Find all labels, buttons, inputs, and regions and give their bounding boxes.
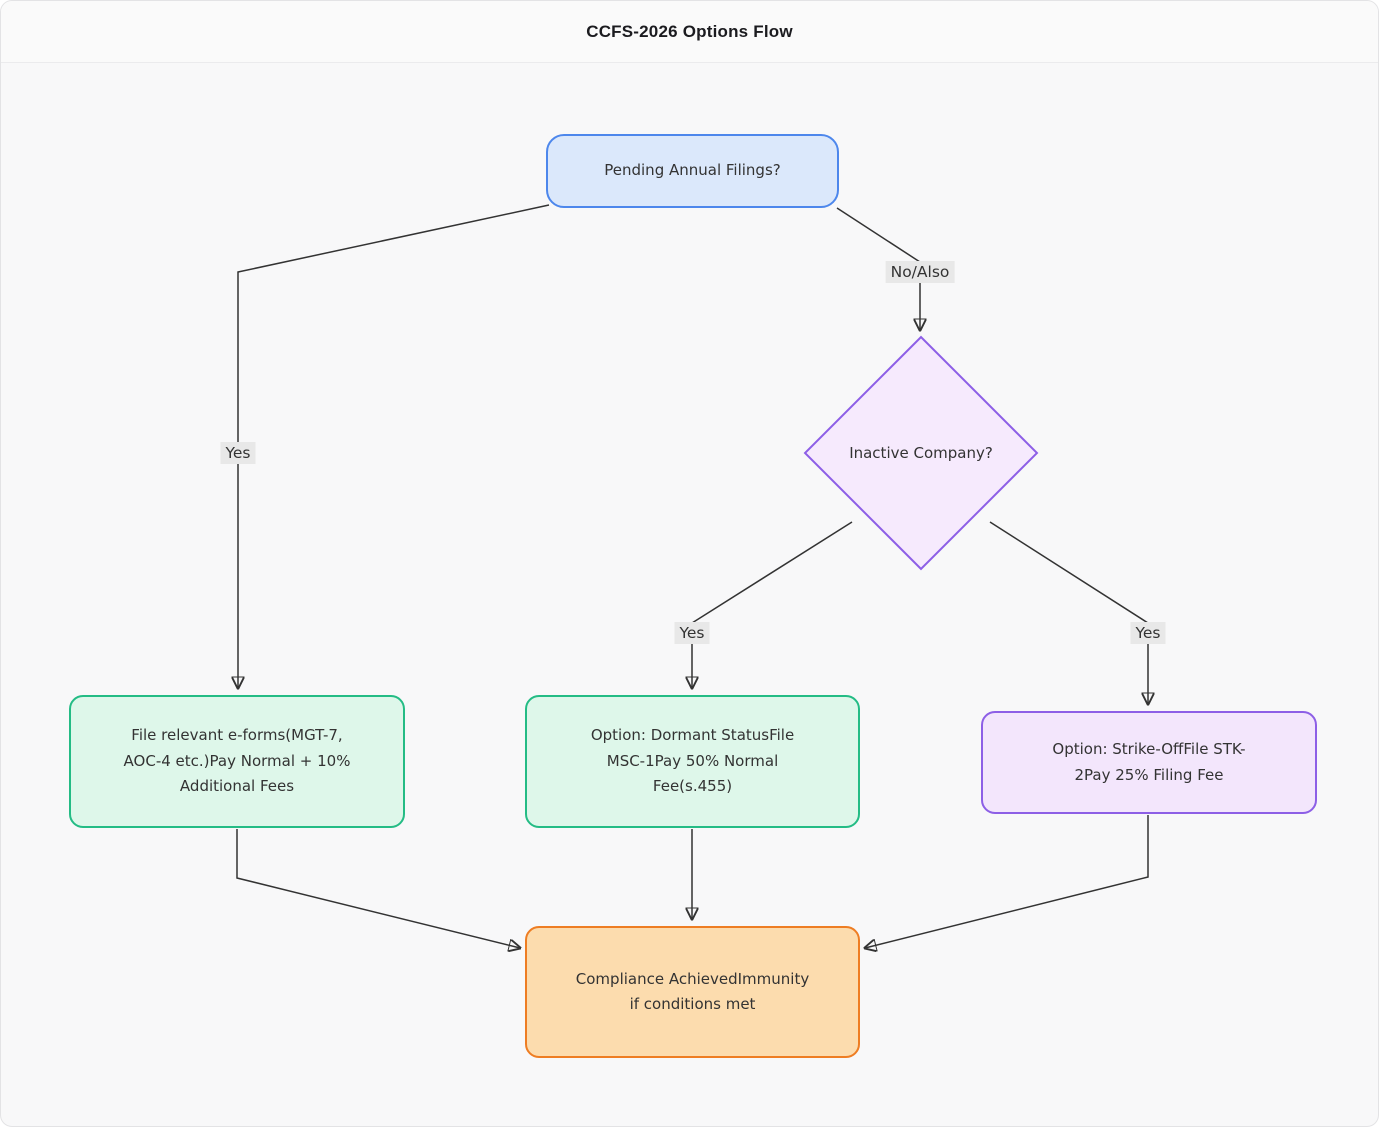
- node-text: 2Pay 25% Filing Fee: [1074, 765, 1224, 784]
- edge-label-yes-left: Yes: [220, 442, 256, 464]
- node-text: Fee(s.455): [652, 777, 733, 796]
- edge-label-yes-right: Yes: [1130, 622, 1166, 644]
- node-text: if conditions met: [629, 995, 756, 1013]
- node-file-eforms: File relevant e-forms(MGT-7, AOC-4 etc.)…: [69, 695, 405, 828]
- node-strike-off: Option: Strike-OffFile STK- 2Pay 25% Fil…: [981, 711, 1317, 814]
- diagram-header: CCFS-2026 Options Flow: [1, 1, 1378, 63]
- edge-pending-to-fileforms: [238, 204, 550, 688]
- node-inactive-company-label: Inactive Company?: [849, 444, 993, 462]
- edge-label-yes-mid: Yes: [674, 622, 710, 644]
- node-dormant-status: Option: Dormant StatusFile MSC-1Pay 50% …: [525, 695, 860, 828]
- node-text: MSC-1Pay 50% Normal: [606, 751, 779, 770]
- edge-inactive-to-dormant: [692, 521, 853, 688]
- edge-inactive-to-strikeoff: [989, 521, 1148, 704]
- node-compliance-achieved: Compliance AchievedImmunity if condition…: [525, 926, 860, 1058]
- node-text: Compliance AchievedImmunity: [575, 969, 810, 988]
- node-text: Additional Fees: [179, 777, 295, 796]
- edge-strikeoff-to-compliance: [865, 815, 1149, 948]
- node-text: Option: Dormant StatusFile: [590, 726, 795, 745]
- node-text: Option: Strike-OffFile STK-: [1052, 740, 1246, 758]
- node-text: AOC-4 etc.)Pay Normal + 10%: [123, 751, 351, 770]
- diagram-title: CCFS-2026 Options Flow: [586, 21, 793, 41]
- edge-fileforms-to-compliance: [236, 829, 520, 948]
- node-pending-annual-filings: Pending Annual Filings?: [546, 134, 839, 208]
- node-text: File relevant e-forms(MGT-7,: [131, 726, 343, 745]
- edge-label-no-also: No/Also: [885, 261, 955, 283]
- node-text: Pending Annual Filings?: [604, 161, 781, 180]
